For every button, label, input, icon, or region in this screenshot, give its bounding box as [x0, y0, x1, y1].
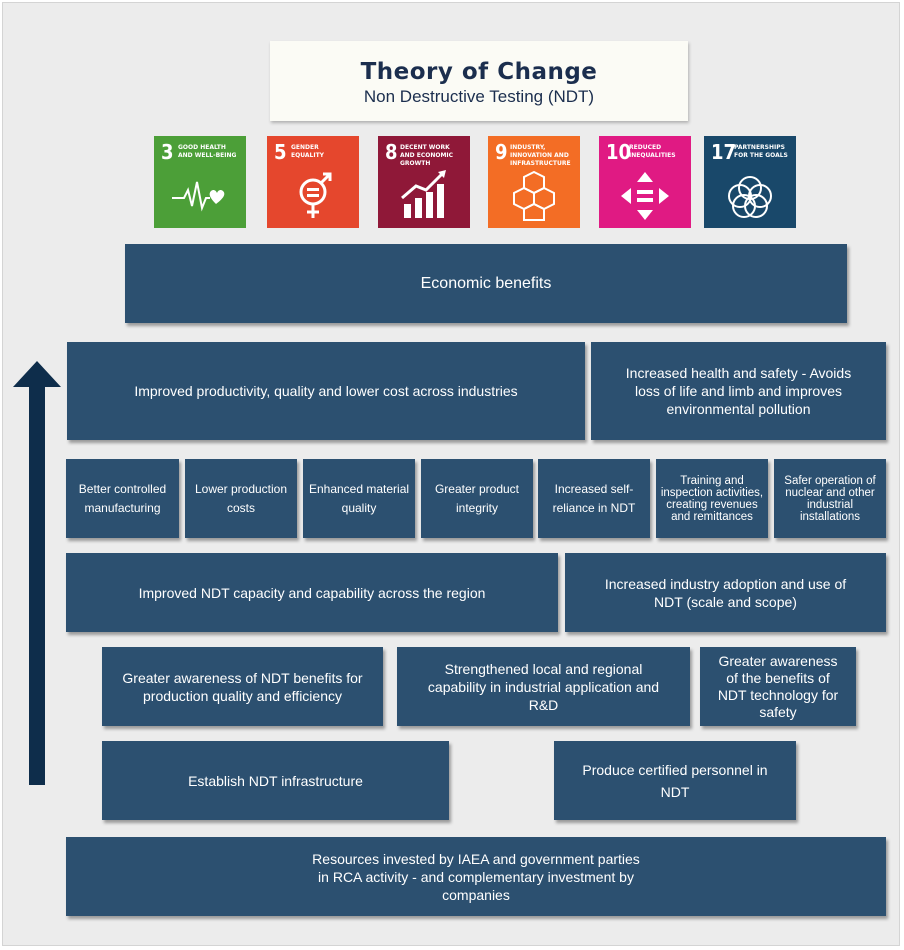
box-text: Lower production costs	[194, 481, 288, 515]
box-text: Strengthened local and regional capabili…	[427, 660, 660, 713]
sdg-label: Reduced Inequalities	[629, 144, 676, 159]
sdg-tile-3: 3 Good Health and Well-Being	[154, 136, 246, 228]
improved-productivity-box: Improved productivity, quality and lower…	[67, 342, 585, 440]
sdg-number: 17	[711, 140, 737, 164]
sdg-number: 3	[161, 140, 174, 164]
sdg-number: 8	[385, 140, 398, 164]
title-box: Theory of Change Non Destructive Testing…	[270, 41, 688, 121]
box-text: Enhanced material quality	[308, 481, 410, 515]
strengthened-capability-box: Strengthened local and regional capabili…	[397, 647, 690, 726]
equality-arrows-icon	[621, 172, 669, 220]
page-title: Theory of Change	[360, 59, 598, 85]
cubes-icon	[513, 170, 555, 221]
box-text: Increased health and safety - Avoids los…	[625, 365, 852, 417]
box-text: Greater product integrity	[434, 481, 520, 515]
box-text: Safer operation of nuclear and other ind…	[784, 474, 876, 523]
box-text: Produce certified personnel in NDT	[582, 761, 768, 800]
box-text: Greater awareness of NDT benefits for pr…	[122, 669, 363, 704]
sdg-label: Gender Equality	[291, 144, 325, 159]
economic-benefits-box: Economic benefits	[125, 244, 847, 323]
box-text: Economic benefits	[420, 274, 552, 292]
sdg-number: 9	[495, 140, 508, 164]
box-text: Improved NDT capacity and capability acr…	[138, 584, 486, 601]
upward-arrow-icon	[13, 361, 61, 785]
sdg-tile-5: 5 Gender Equality	[267, 136, 359, 228]
sdg-tile-10: 10 Reduced Inequalities	[599, 136, 691, 228]
produce-personnel-box: Produce certified personnel in NDT	[554, 741, 796, 820]
page-subtitle: Non Destructive Testing (NDT)	[363, 87, 595, 106]
establish-infrastructure-box: Establish NDT infrastructure	[102, 741, 449, 820]
sdg-label: Partnerships for the Goals	[734, 144, 788, 159]
increased-adoption-box: Increased industry adoption and use of N…	[565, 553, 886, 632]
box-text: Improved productivity, quality and lower…	[134, 383, 518, 399]
increased-self-reliance-box: Increased self-reliance in NDT	[538, 459, 650, 538]
greater-awareness-production-box: Greater awareness of NDT benefits for pr…	[102, 647, 383, 726]
increased-health-safety-box: Increased health and safety - Avoids los…	[591, 342, 886, 440]
resources-invested-box: Resources invested by IAEA and governmen…	[66, 837, 886, 916]
heartbeat-icon	[172, 181, 225, 212]
box-text: Greater awareness of the benefits of NDT…	[717, 652, 839, 720]
gender-equality-icon	[299, 172, 332, 218]
box-text: Training and inspection activities, crea…	[660, 474, 764, 523]
interlinked-rings-icon	[728, 176, 772, 218]
box-text: Increased self-reliance in NDT	[552, 481, 636, 515]
sdg-number: 5	[274, 140, 287, 164]
sdg-tile-9: 9 Industry, Innovation and Infrastructur…	[488, 136, 580, 228]
box-text: Better controlled manufacturing	[78, 481, 167, 515]
sdg-tile-17: 17 Partnerships for the Goals	[704, 136, 796, 228]
enhanced-material-quality-box: Enhanced material quality	[303, 459, 415, 538]
growth-chart-icon	[401, 170, 446, 218]
sdg-label: Decent Work and Economic Growth	[400, 144, 454, 167]
safer-operation-box: Safer operation of nuclear and other ind…	[774, 459, 886, 538]
box-text: Establish NDT infrastructure	[188, 772, 363, 789]
greater-awareness-safety-box: Greater awareness of the benefits of NDT…	[700, 647, 856, 726]
better-controlled-manufacturing-box: Better controlled manufacturing	[66, 459, 179, 538]
sdg-tile-8: 8 Decent Work and Economic Growth	[378, 136, 470, 228]
lower-production-costs-box: Lower production costs	[185, 459, 297, 538]
improved-ndt-capacity-box: Improved NDT capacity and capability acr…	[66, 553, 558, 632]
training-inspection-box: Training and inspection activities, crea…	[656, 459, 768, 538]
box-text: Resources invested by IAEA and governmen…	[312, 850, 640, 903]
box-text: Increased industry adoption and use of N…	[604, 575, 847, 610]
sdg-label: Industry, Innovation and Infrastructure	[510, 144, 571, 167]
sdg-label: Good Health and Well-Being	[178, 144, 237, 159]
greater-product-integrity-box: Greater product integrity	[421, 459, 533, 538]
sdg-number: 10	[606, 140, 632, 164]
